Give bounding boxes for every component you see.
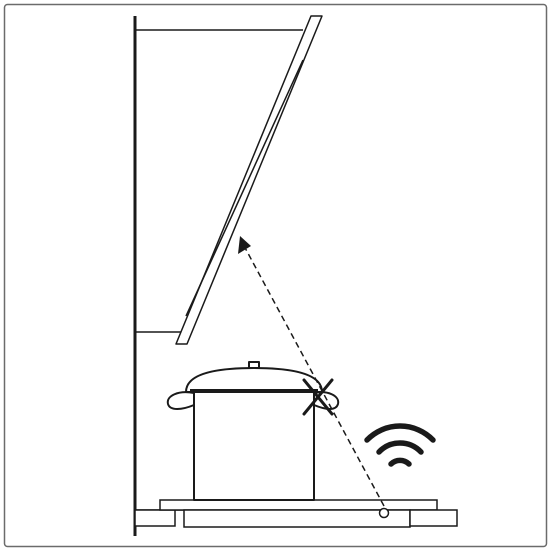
pot-lid-knob (248, 361, 260, 369)
hood-inner-edge (185, 59, 304, 317)
worktop-left-block (134, 509, 176, 527)
diagram-frame (3, 3, 548, 548)
blocked-x-icon (302, 378, 334, 416)
worktop-right-block (409, 509, 458, 527)
pot-left-handle (166, 391, 195, 410)
cooking-pot (166, 361, 340, 501)
cooktop-body (183, 509, 411, 528)
cooktop-glass (159, 499, 438, 511)
sensor-icon (378, 507, 390, 519)
arrow-head-icon (238, 236, 251, 254)
pot-body (193, 389, 315, 501)
wireless-signal-icon (364, 423, 436, 467)
